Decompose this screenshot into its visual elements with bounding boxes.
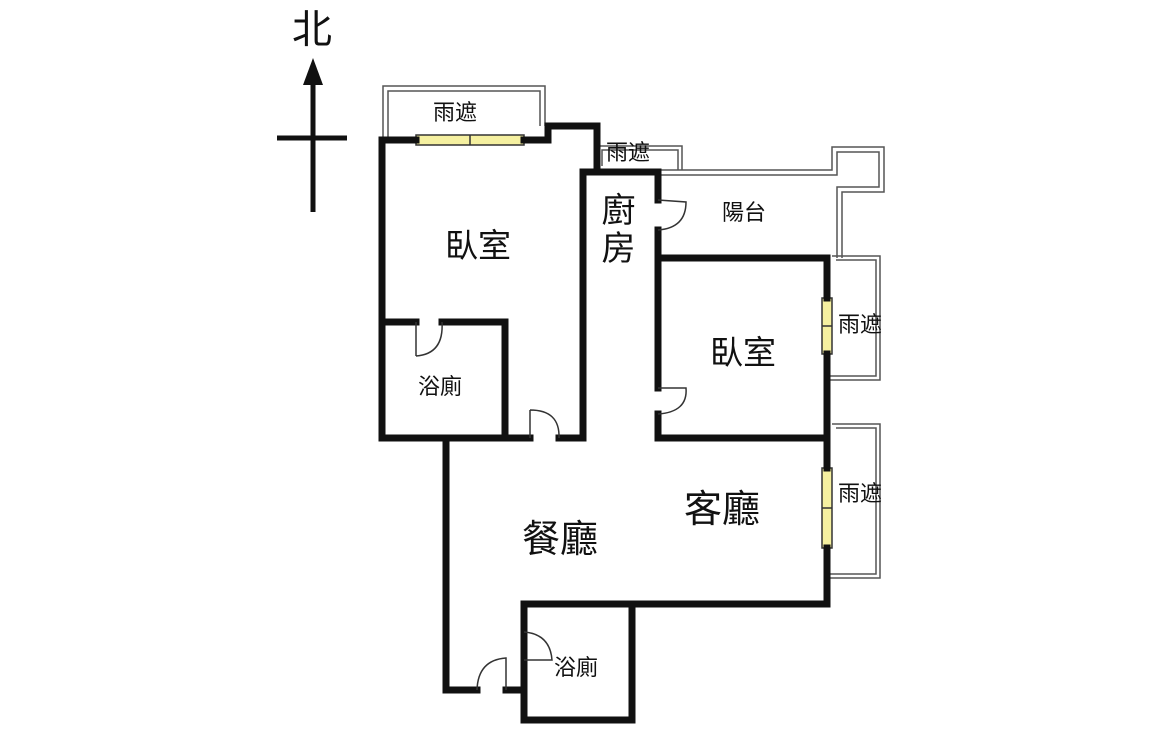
doors <box>415 199 687 691</box>
door-bath-upper-icon <box>415 321 443 357</box>
awning-outlines <box>382 85 885 579</box>
room-living-label: 客廳 <box>684 487 761 531</box>
north-arrow-icon <box>277 58 347 212</box>
compass-north-label: 北 <box>292 7 332 53</box>
room-kitchen-label: 廚房 <box>595 192 635 268</box>
door-kitchen-icon <box>657 199 687 231</box>
room-bedroom-main-label: 臥室 <box>445 226 511 265</box>
room-bath-lower-label: 浴廁 <box>554 656 599 681</box>
door-bedroom-main-icon <box>529 409 560 439</box>
room-dining-label: 餐廳 <box>522 517 599 561</box>
awning-right-upper-label: 雨遮 <box>838 313 883 338</box>
room-bath-upper-label: 浴廁 <box>418 375 463 400</box>
awning-top-left-label: 雨遮 <box>433 101 478 126</box>
walls <box>378 122 831 724</box>
awning-top-mid-label: 雨遮 <box>606 141 651 166</box>
door-bedroom-second-icon <box>657 387 687 415</box>
door-bath-lower-icon <box>523 631 553 661</box>
room-balcony-label: 陽台 <box>722 201 767 226</box>
awning-right-lower-label: 雨遮 <box>838 482 883 507</box>
room-bedroom-second-label: 臥室 <box>710 333 776 372</box>
door-entrance-icon <box>476 657 507 691</box>
